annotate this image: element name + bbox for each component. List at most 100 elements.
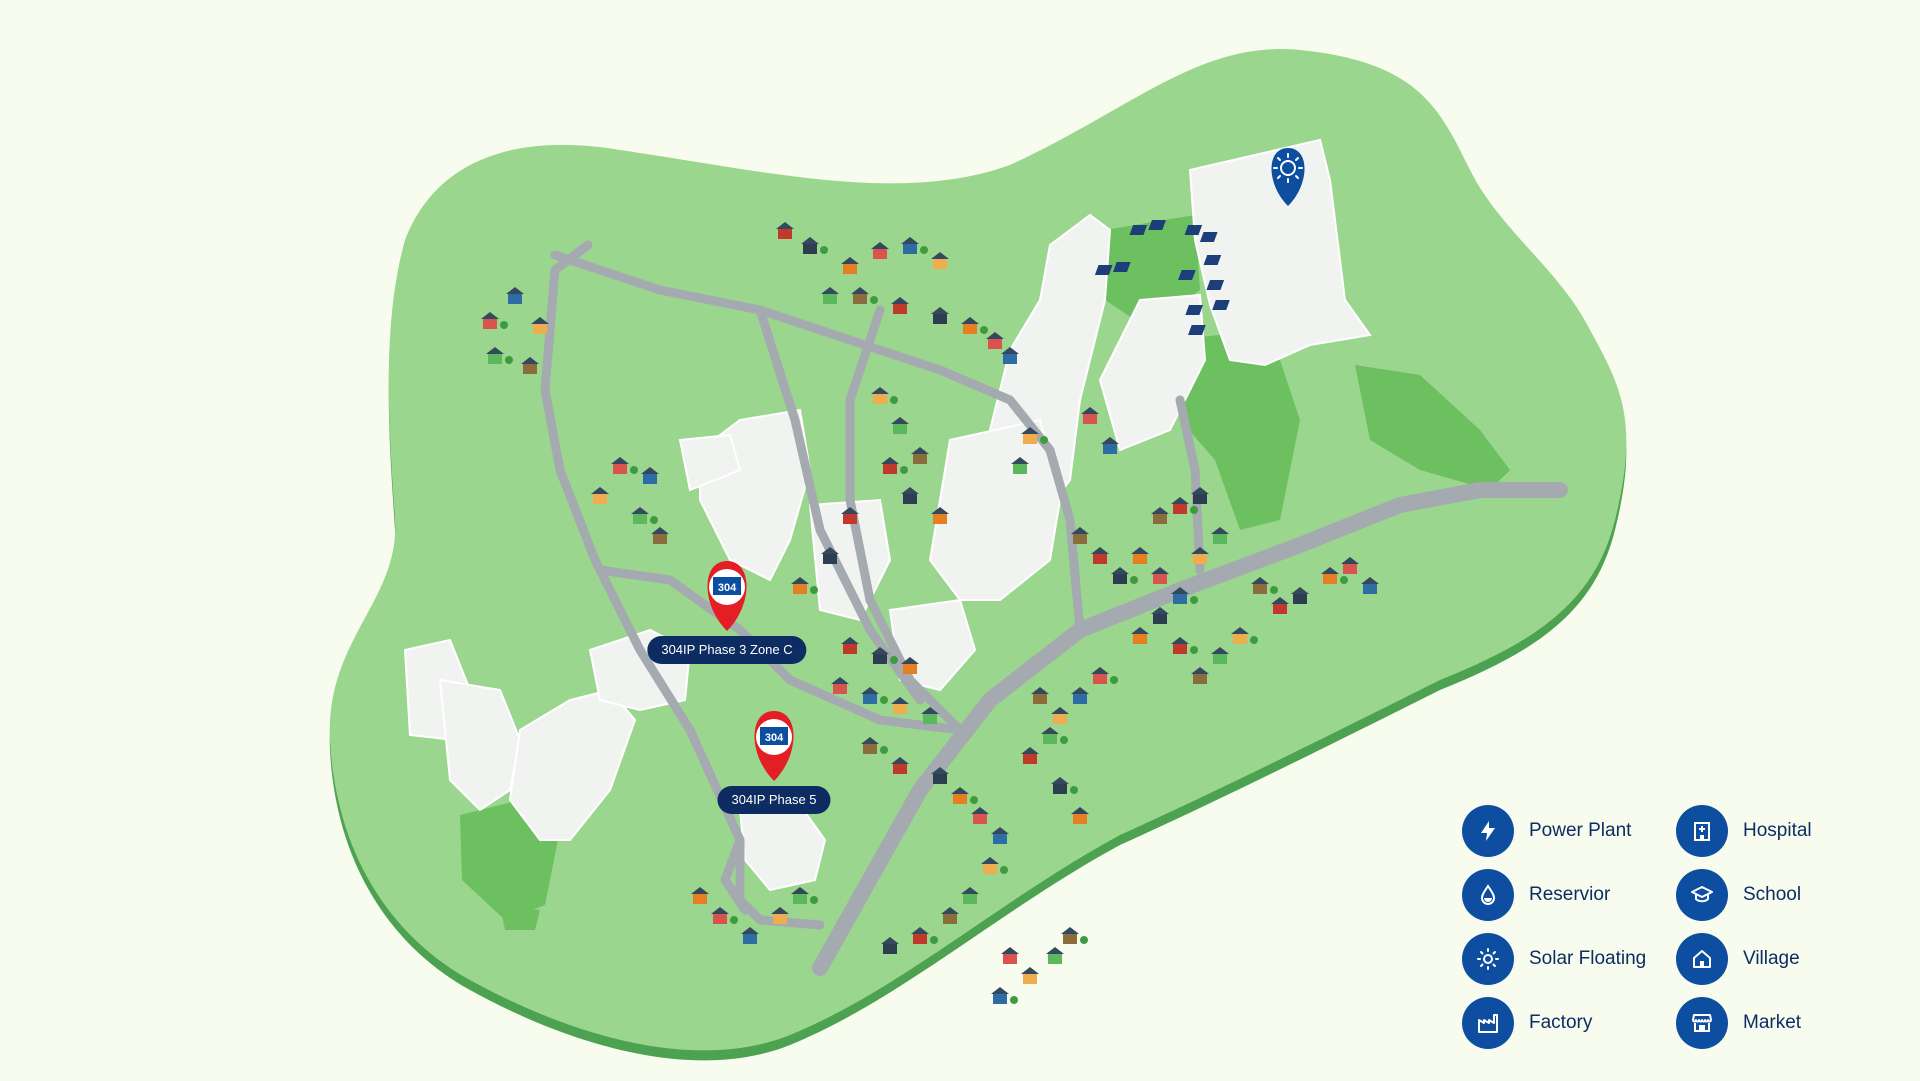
marker-304ip-phase-5[interactable]: 304 [754,711,794,781]
house-building [1091,667,1109,684]
bolt-icon [1462,805,1514,857]
tree [930,936,938,944]
house-building [1191,547,1209,564]
house-building [1051,707,1069,724]
house-building [911,927,929,944]
house-building [1061,927,1079,944]
tree [810,586,818,594]
legend-label: Factory [1529,1012,1593,1033]
tree [1190,646,1198,654]
legend-item-market[interactable]: Market [1676,997,1801,1049]
market-icon [1676,997,1728,1049]
house-building [1091,547,1109,564]
house-building [791,887,809,904]
house-building [961,317,979,334]
house-building [1151,607,1169,624]
house-building [486,347,504,364]
tree [820,246,828,254]
tree [900,466,908,474]
pin-logo-text: 304 [718,582,737,594]
house-building [1021,427,1039,444]
tree [1040,436,1048,444]
house-building [891,697,909,714]
tree [1130,576,1138,584]
house-building [871,647,889,664]
house-building [1031,687,1049,704]
legend-item-reservior[interactable]: Reservior [1462,869,1610,921]
house-building [1191,487,1209,504]
house-building [931,252,949,269]
house-building [711,907,729,924]
house-building [1001,347,1019,364]
house-building [1251,577,1269,594]
marker-label-304ip-phase-3-zone-c[interactable]: 304IP Phase 3 Zone C [647,636,807,664]
house-building [1171,587,1189,604]
tree [1010,996,1018,1004]
house-building [891,757,909,774]
house-building [1051,777,1069,794]
house-building [1191,667,1209,684]
house-building [861,737,879,754]
house-building [901,657,919,674]
house-building [771,907,789,924]
marker-label-304ip-phase-5[interactable]: 304IP Phase 5 [717,786,831,814]
house-building [951,787,969,804]
house-building [851,287,869,304]
water-drop-icon [1462,869,1514,921]
house-building [901,237,919,254]
house-building [841,257,859,274]
tree [880,696,888,704]
map-legend: Power Plant Reservior Solar Floating Fac… [1462,805,1822,1055]
legend-label: Reservior [1529,884,1611,905]
house-building [1171,497,1189,514]
house-icon [1676,933,1728,985]
tree [1110,676,1118,684]
house-building [971,807,989,824]
legend-label: Village [1743,948,1800,969]
legend-item-factory[interactable]: Factory [1462,997,1592,1049]
house-building [891,417,909,434]
tree [1070,786,1078,794]
house-building [1071,527,1089,544]
tree [500,321,508,329]
buildings [481,222,1379,1004]
tree [890,396,898,404]
tree [1080,936,1088,944]
house-building [931,307,949,324]
sun-icon [1462,933,1514,985]
house-building [641,467,659,484]
tree [650,516,658,524]
solar-panels [1094,220,1230,335]
legend-item-village[interactable]: Village [1676,933,1800,985]
house-building [1021,747,1039,764]
house-building [841,637,859,654]
legend-item-power-plant[interactable]: Power Plant [1462,805,1631,857]
tree [880,746,888,754]
house-building [821,547,839,564]
legend-item-hospital[interactable]: Hospital [1676,805,1812,857]
solar-floating-marker[interactable] [1271,148,1305,206]
road-central-1 [845,305,965,735]
house-building [911,447,929,464]
house-building [481,312,499,329]
legend-item-solar-floating[interactable]: Solar Floating [1462,933,1646,985]
tree [970,796,978,804]
legend-label: Power Plant [1529,820,1632,841]
house-building [1211,527,1229,544]
house-building [821,287,839,304]
legend-item-school[interactable]: School [1676,869,1801,921]
house-building [991,827,1009,844]
house-building [1001,947,1019,964]
tree [1000,866,1008,874]
marker-304ip-phase-3-zone-c[interactable]: 304 [707,561,747,631]
house-building [871,242,889,259]
house-building [1101,437,1119,454]
hospital-icon [1676,805,1728,857]
house-building [1021,967,1039,984]
house-building [991,987,1009,1004]
house-building [1271,597,1289,614]
tree [1340,576,1348,584]
house-building [1151,507,1169,524]
tree [920,246,928,254]
house-building [1291,587,1309,604]
